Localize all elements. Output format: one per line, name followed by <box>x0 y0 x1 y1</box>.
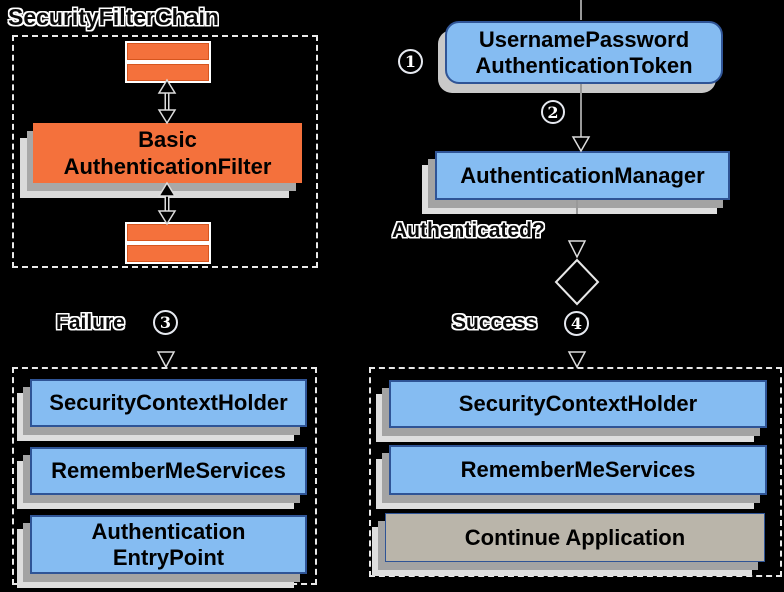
failure-label: Failure <box>56 311 125 334</box>
step-1-number: 1 <box>404 52 417 71</box>
basic-authentication-filter-box: Basic AuthenticationFilter <box>33 123 302 183</box>
success-item-label: SecurityContextHolder <box>458 391 698 416</box>
step-4-badge: 4 <box>564 311 589 336</box>
step-2-number: 2 <box>547 102 559 122</box>
basic-authentication-filter-line1: Basic <box>138 127 197 152</box>
success-remember-me-services-box: RememberMeServices <box>389 445 767 495</box>
token-to-manager-arrow <box>571 84 591 153</box>
authenticated-question-label: Authenticated? <box>392 219 545 242</box>
filter-bar-top-1 <box>125 41 211 62</box>
step-3-badge: 3 <box>153 310 178 335</box>
username-password-authentication-token-box: UsernamePassword AuthenticationToken <box>445 21 723 84</box>
step-4-number: 4 <box>570 314 583 333</box>
failure-item-label: RememberMeServices <box>51 458 286 483</box>
failure-security-context-holder-box: SecurityContextHolder <box>30 379 307 427</box>
entry-point-line1: Authentication <box>91 518 246 544</box>
basic-authentication-filter-line2: AuthenticationFilter <box>63 154 272 179</box>
security-filter-chain-panel <box>12 35 318 268</box>
failure-arrowhead <box>156 351 176 369</box>
manager-to-decision-arrow <box>567 200 587 259</box>
filter-bar-top-2 <box>125 62 211 83</box>
entry-point-line2: EntryPoint <box>112 544 225 570</box>
token-box-line1: UsernamePassword <box>478 26 690 52</box>
failure-item-label: SecurityContextHolder <box>49 390 288 415</box>
token-box-line2: AuthenticationToken <box>475 52 693 78</box>
authentication-manager-label: AuthenticationManager <box>460 162 705 188</box>
success-item-label: RememberMeServices <box>460 457 696 482</box>
continue-application-label: Continue Application <box>464 524 686 550</box>
success-label: Success <box>452 311 538 334</box>
failure-remember-me-services-box: RememberMeServices <box>30 447 307 495</box>
failure-authentication-entry-point-box: Authentication EntryPoint <box>30 515 307 574</box>
step-2-badge: 2 <box>541 100 565 124</box>
step-3-number: 3 <box>159 313 172 332</box>
authentication-manager-box: AuthenticationManager <box>435 151 730 200</box>
filter-bar-bottom-1 <box>125 222 211 243</box>
security-filter-chain-title: SecurityFilterChain <box>8 4 219 30</box>
step-1-badge: 1 <box>398 49 423 74</box>
success-arrowhead <box>567 351 587 369</box>
success-security-context-holder-box: SecurityContextHolder <box>389 380 767 428</box>
decision-diamond <box>554 258 600 306</box>
continue-application-box: Continue Application <box>385 513 765 562</box>
filter-bar-bottom-2 <box>125 243 211 264</box>
